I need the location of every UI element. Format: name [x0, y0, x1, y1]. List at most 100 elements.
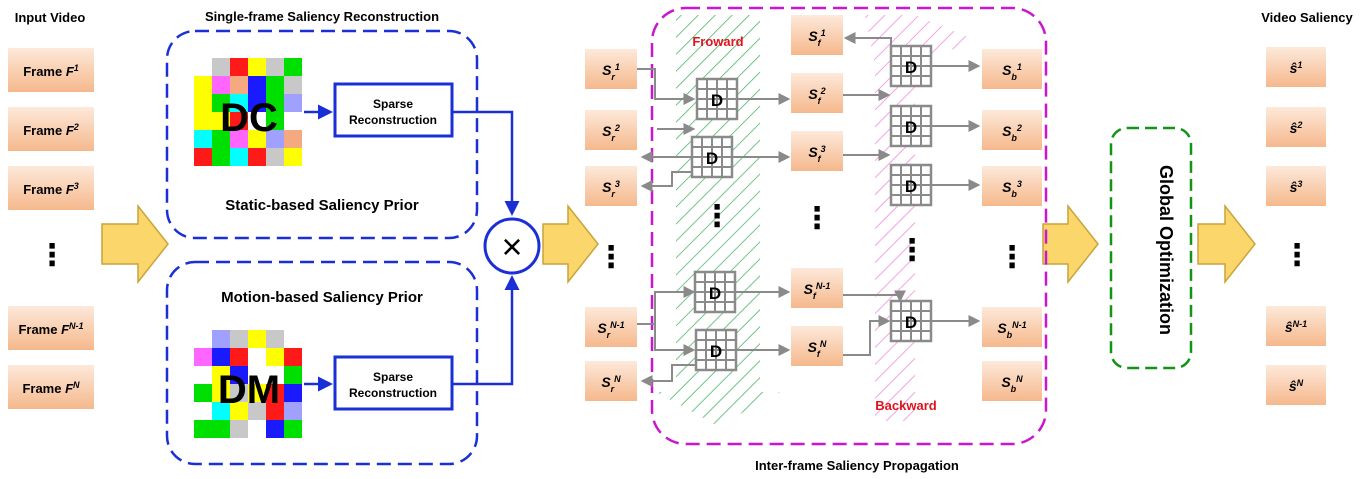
diffusion-grid: D	[891, 301, 931, 341]
dm-label: DM	[218, 368, 280, 412]
motion-to-multiply-arrow	[452, 278, 512, 384]
grid-cell	[248, 348, 266, 366]
grid-cell	[212, 148, 230, 166]
grid-cell	[212, 330, 230, 348]
backward-label: Backward	[875, 398, 936, 413]
grid-cell	[284, 402, 302, 420]
diffusion-grid: D	[891, 46, 931, 86]
grid-cell	[284, 348, 302, 366]
output-column: ŝ1ŝ2ŝ3ŝN-1ŝN	[1266, 47, 1326, 405]
grid-cell	[266, 330, 284, 348]
grid-cell	[194, 330, 212, 348]
grid-cell	[194, 348, 212, 366]
grid-cell	[194, 76, 212, 94]
grid-cell	[194, 402, 212, 420]
global-optimization-box	[1111, 128, 1191, 368]
flow-arrow-1	[102, 206, 168, 282]
grid-cell	[248, 330, 266, 348]
motion-prior-label: Motion-based Saliency Prior	[221, 289, 423, 306]
d-label: D	[711, 91, 723, 110]
static-to-multiply-arrow	[452, 112, 512, 213]
dc-label: DC	[220, 96, 278, 140]
d-label: D	[905, 58, 917, 77]
grid-cell	[230, 330, 248, 348]
grid-cell	[194, 384, 212, 402]
diffusion-grid: D	[696, 330, 736, 370]
global-optimization-label: Global Optimization	[1156, 165, 1176, 335]
input-ellipsis: ⋮	[37, 239, 67, 272]
multiply-symbol: ×	[501, 226, 522, 267]
frame-label: Frame F3	[23, 181, 79, 197]
grid-cell	[230, 420, 248, 438]
grid-cell	[284, 148, 302, 166]
sb-box	[982, 361, 1042, 401]
static-prior-label: Static-based Saliency Prior	[225, 197, 419, 214]
flow-arrow-4	[1198, 206, 1255, 282]
sb-column: Sb1Sb2Sb3SbN-1SbN	[982, 49, 1042, 401]
sf-box	[791, 326, 843, 366]
sb-box	[982, 49, 1042, 89]
grid-cell	[194, 366, 212, 384]
sr-column: Sr1Sr2Sr3SrN-1SrN	[585, 49, 637, 401]
grid-cell	[284, 130, 302, 148]
forward-label: Froward	[692, 34, 743, 49]
grid-cell	[194, 58, 212, 76]
sr-ellipsis: ⋮	[596, 241, 626, 274]
grid-cell	[284, 58, 302, 76]
sb-box	[982, 166, 1042, 206]
grid-cell	[212, 58, 230, 76]
frame-label: Frame F1	[23, 63, 79, 79]
diffusion-grid: D	[695, 272, 735, 312]
grid-cell	[248, 58, 266, 76]
grid-cell	[248, 76, 266, 94]
grid-cell	[194, 130, 212, 148]
d-label: D	[709, 284, 721, 303]
grid-cell	[284, 330, 302, 348]
grid-cell	[248, 148, 266, 166]
sr-box	[585, 361, 637, 401]
sb-box	[982, 110, 1042, 150]
grid-cell	[194, 148, 212, 166]
grid-cell	[284, 94, 302, 112]
grid-cell	[230, 348, 248, 366]
grid-cell	[230, 76, 248, 94]
input-video-title: Input Video	[15, 10, 86, 25]
diffusion-grid: D	[891, 106, 931, 146]
output-ellipsis: ⋮	[1282, 239, 1312, 272]
grid-cell	[212, 76, 230, 94]
forward-grid-ellipsis: ⋮	[702, 200, 732, 233]
sb-ellipsis: ⋮	[997, 241, 1027, 274]
d-label: D	[706, 149, 718, 168]
grid-cell	[284, 112, 302, 130]
single-frame-title: Single-frame Saliency Reconstruction	[205, 9, 439, 24]
grid-cell	[266, 348, 284, 366]
grid-cell	[266, 76, 284, 94]
grid-cell	[194, 420, 212, 438]
diffusion-grid: D	[692, 137, 732, 177]
flow-arrow-3	[1043, 206, 1098, 282]
diffusion-grid: D	[697, 79, 737, 119]
d-label: D	[905, 177, 917, 196]
d-label: D	[905, 118, 917, 137]
video-saliency-title: Video Saliency	[1261, 10, 1353, 25]
grid-cell	[230, 148, 248, 166]
grid-cell	[248, 420, 266, 438]
grid-cell	[284, 384, 302, 402]
inter-frame-title: Inter-frame Saliency Propagation	[755, 458, 959, 473]
d-label: D	[710, 342, 722, 361]
grid-cell	[230, 58, 248, 76]
grid-cell	[212, 420, 230, 438]
frame-label: Frame F2	[23, 122, 79, 138]
grid-cell	[284, 76, 302, 94]
grid-cell	[284, 420, 302, 438]
grid-cell	[266, 148, 284, 166]
d-label: D	[905, 313, 917, 332]
grid-cell	[266, 420, 284, 438]
grid-cell	[194, 112, 212, 130]
grid-cell	[194, 94, 212, 112]
flow-arrow-2	[543, 206, 598, 282]
diffusion-grid: D	[891, 165, 931, 205]
sf-ellipsis: ⋮	[802, 202, 832, 235]
